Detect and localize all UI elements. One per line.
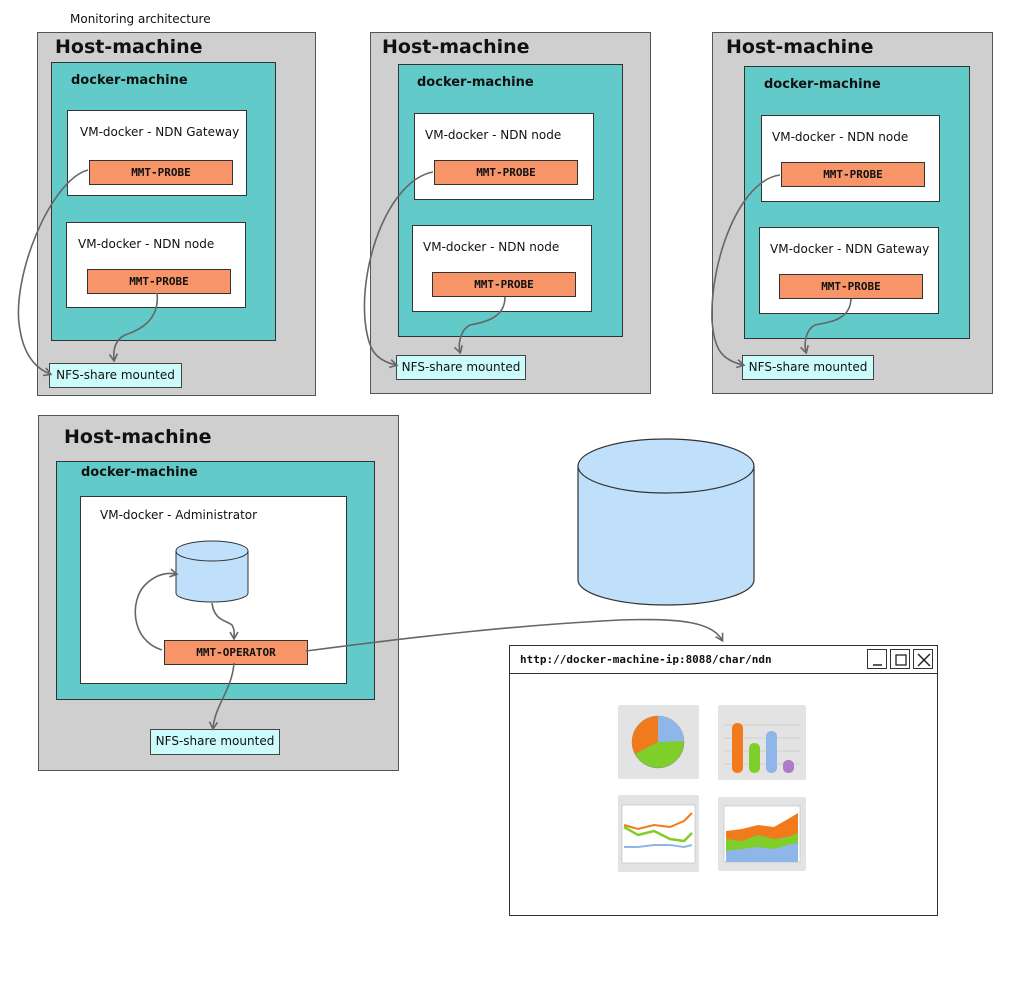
- vm-title: VM-docker - NDN node: [772, 130, 909, 144]
- host-machine-2: Host-machine docker-machine VM-docker - …: [370, 32, 651, 394]
- nfs-share-mounted: NFS-share mounted: [742, 355, 874, 380]
- database-label: data-base: [182, 573, 242, 587]
- host-machine-1: Host-machine docker-machine VM-docker - …: [37, 32, 316, 396]
- nfs-share-mounted: NFS-share mounted: [396, 355, 526, 380]
- vm-administrator: VM-docker - Administrator MMT-OPERATOR: [80, 496, 347, 684]
- mmt-probe: MMT-PROBE: [781, 162, 925, 187]
- bar-chart-icon: [718, 705, 806, 780]
- mmt-probe: MMT-PROBE: [432, 272, 576, 297]
- host-machine-title: Host-machine: [55, 36, 203, 58]
- diagram-title: Monitoring architecture: [70, 12, 211, 26]
- vm-ndn-node: VM-docker - NDN node MMT-PROBE: [66, 222, 246, 308]
- docker-machine-title: docker-machine: [764, 77, 881, 92]
- vm-ndn-node: VM-docker - NDN node MMT-PROBE: [761, 115, 940, 202]
- line-chart-icon: [618, 795, 699, 872]
- docker-machine-title: docker-machine: [81, 465, 198, 480]
- mmt-probe: MMT-PROBE: [87, 269, 231, 294]
- vm-title: VM-docker - NDN node: [423, 240, 560, 254]
- nfs-server-label: NFS-server: [633, 542, 699, 556]
- mmt-probe: MMT-PROBE: [434, 160, 578, 185]
- browser-title-bar: http://docker-machine-ip:8088/char/ndn: [510, 646, 937, 674]
- vm-ndn-node: VM-docker - NDN node MMT-PROBE: [412, 225, 592, 312]
- host-machine-title: Host-machine: [382, 36, 530, 58]
- docker-machine-1: docker-machine VM-docker - NDN Gateway M…: [51, 62, 276, 341]
- docker-machine-2: docker-machine VM-docker - NDN node MMT-…: [398, 64, 623, 337]
- mmt-probe: MMT-PROBE: [779, 274, 923, 299]
- host-machine-admin: Host-machine docker-machine VM-docker - …: [38, 415, 399, 771]
- vm-title: VM-docker - Administrator: [100, 508, 258, 522]
- vm-ndn-gateway: VM-docker - NDN Gateway MMT-PROBE: [67, 110, 247, 196]
- mmt-operator: MMT-OPERATOR: [164, 640, 308, 665]
- docker-machine-title: docker-machine: [71, 73, 188, 88]
- docker-machine-admin: docker-machine VM-docker - Administrator…: [56, 461, 375, 700]
- browser-window: http://docker-machine-ip:8088/char/ndn: [509, 645, 938, 916]
- pie-chart-icon: [618, 705, 699, 779]
- area-chart-icon: [718, 797, 806, 871]
- nfs-share-mounted: NFS-share mounted: [49, 363, 182, 388]
- docker-machine-3: docker-machine VM-docker - NDN node MMT-…: [744, 66, 970, 339]
- vm-title: VM-docker - NDN Gateway: [80, 125, 240, 139]
- docker-machine-title: docker-machine: [417, 75, 534, 90]
- vm-title: VM-docker - NDN node: [425, 128, 562, 142]
- minimize-icon[interactable]: [867, 649, 887, 669]
- host-machine-title: Host-machine: [726, 36, 874, 58]
- vm-ndn-gateway: VM-docker - NDN Gateway MMT-PROBE: [759, 227, 939, 314]
- maximize-icon[interactable]: [890, 649, 910, 669]
- mmt-probe: MMT-PROBE: [89, 160, 233, 185]
- host-machine-title: Host-machine: [64, 426, 212, 448]
- close-icon[interactable]: [913, 649, 933, 669]
- host-machine-3: Host-machine docker-machine VM-docker - …: [712, 32, 993, 394]
- vm-title: VM-docker - NDN Gateway: [770, 242, 930, 256]
- browser-url: http://docker-machine-ip:8088/char/ndn: [520, 653, 772, 666]
- vm-title: VM-docker - NDN node: [78, 237, 215, 251]
- vm-ndn-node: VM-docker - NDN node MMT-PROBE: [414, 113, 594, 200]
- nfs-share-mounted: NFS-share mounted: [150, 729, 280, 755]
- nfs-server-cylinder: [577, 438, 755, 606]
